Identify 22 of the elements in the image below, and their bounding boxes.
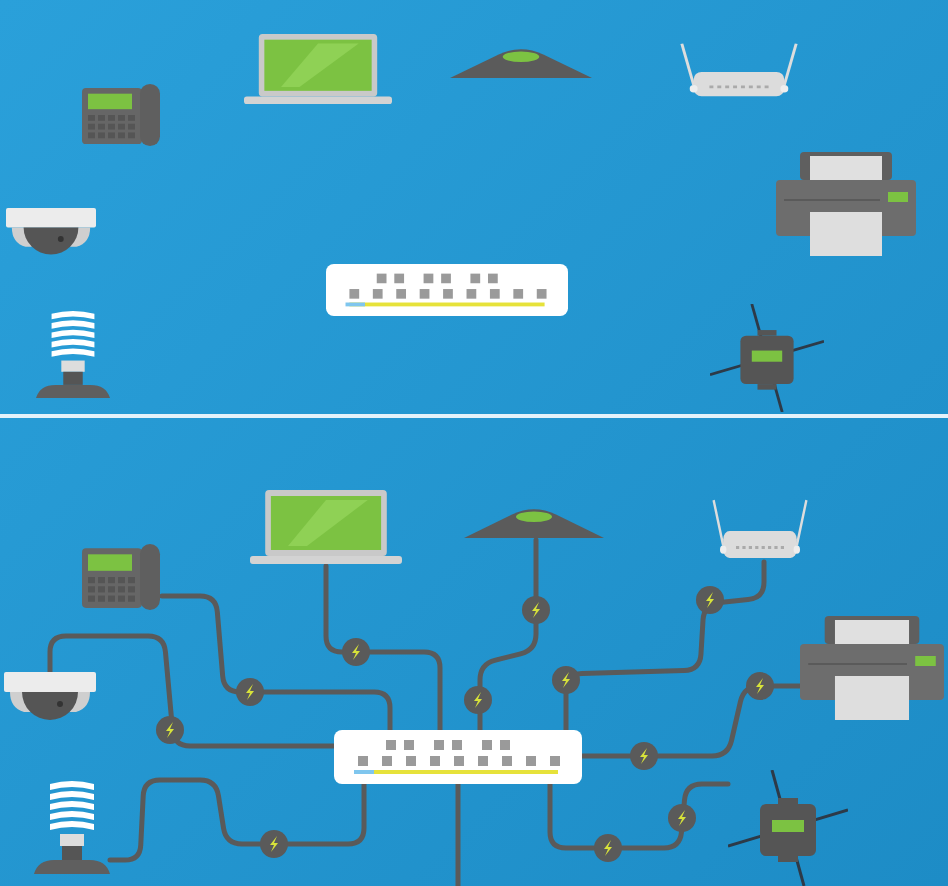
- network-cable: [547, 781, 731, 851]
- laptop-drawing: [250, 490, 402, 566]
- network-cable: [563, 559, 767, 733]
- network-cable: [47, 633, 337, 749]
- sensor-drawing: [728, 770, 848, 886]
- network-cable: [159, 593, 393, 733]
- conference-phone-drawing: [464, 504, 604, 540]
- network-switch-drawing: [334, 730, 582, 784]
- printer-drawing: [800, 616, 944, 720]
- light-bulb-drawing: [34, 780, 110, 874]
- conference-phone-drawing: [450, 44, 592, 80]
- sensor-drawing: [710, 304, 824, 412]
- desk-phone-drawing: [82, 544, 162, 610]
- light-bulb-drawing: [36, 310, 110, 398]
- laptop-drawing: [244, 34, 392, 106]
- network-switch-drawing: [326, 264, 568, 316]
- network-cable: [455, 781, 461, 886]
- network-cable: [323, 563, 443, 733]
- desk-phone-drawing: [82, 84, 162, 146]
- printer-drawing: [776, 152, 916, 256]
- network-cable: [477, 537, 539, 733]
- network-cable: [579, 683, 803, 759]
